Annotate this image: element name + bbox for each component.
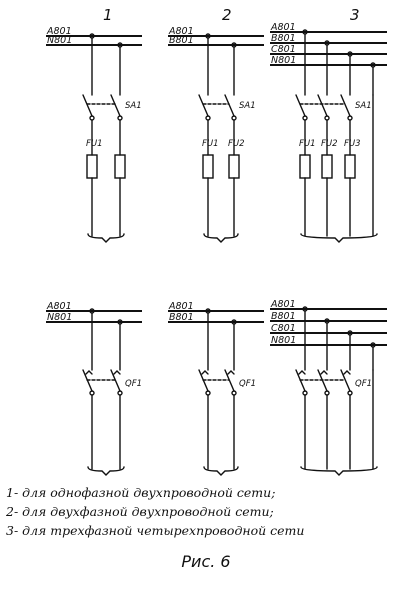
switch-blade — [198, 94, 209, 117]
switch-blade — [224, 94, 235, 117]
legend-line-2: 2- для двухфазной двухпроводной сети; — [6, 504, 274, 519]
figure-caption: Рис. 6 — [181, 552, 231, 571]
output-brace — [300, 233, 378, 243]
breaker-latch — [201, 370, 209, 375]
diagram-number: 3 — [350, 6, 360, 24]
switch-label: SA1 — [239, 101, 256, 111]
output-brace — [87, 233, 125, 243]
output-brace — [203, 466, 239, 476]
fuse-body — [299, 154, 311, 179]
fuse-body — [228, 154, 240, 179]
bus-label: A801 — [46, 301, 72, 312]
output-brace — [203, 233, 239, 243]
bus-label: A801 — [270, 299, 296, 310]
bus-label: A801 — [270, 22, 296, 33]
output-brace — [87, 466, 125, 476]
bus-label: B801 — [169, 312, 194, 323]
switch-label: SA1 — [125, 101, 142, 111]
bus-label: N801 — [271, 55, 296, 66]
fuse-label: FU3 — [344, 139, 361, 149]
fuse-label: FU1 — [86, 139, 103, 149]
switch-blade — [340, 369, 351, 392]
switch-blade — [340, 94, 351, 117]
fuse-label: FU2 — [321, 139, 338, 149]
switch-blade — [110, 94, 121, 117]
switch-blade — [317, 94, 328, 117]
diagram-number: 1 — [103, 6, 113, 24]
switch-label: QF1 — [355, 379, 372, 389]
bus-label: A801 — [46, 26, 72, 37]
fuse-label: FU1 — [202, 139, 219, 149]
bus-label: A801 — [168, 301, 194, 312]
fuse-label: FU2 — [228, 139, 245, 149]
switch-label: QF1 — [239, 379, 256, 389]
bus-label: C801 — [271, 44, 296, 55]
bus-label: N801 — [271, 335, 296, 346]
fuse-body — [202, 154, 214, 179]
legend-line-3: 3- для трехфазной четырехпроводной сети — [6, 523, 305, 538]
output-brace — [300, 466, 378, 476]
bus-label: B801 — [271, 311, 296, 322]
fuse-body — [321, 154, 333, 179]
breaker-latch — [343, 370, 351, 375]
bus-label: B801 — [271, 33, 296, 44]
bus-label: A801 — [168, 26, 194, 37]
breaker-latch — [113, 370, 121, 375]
breaker-latch — [227, 370, 235, 375]
legend: 1- для однофазной двухпроводной сети; 2-… — [6, 483, 408, 540]
bus-label: C801 — [271, 323, 296, 334]
breaker-latch — [320, 370, 328, 375]
fuse-body — [114, 154, 126, 179]
switch-blade — [82, 94, 93, 117]
switch-label: QF1 — [125, 379, 142, 389]
legend-line-1: 1- для однофазной двухпроводной сети; — [6, 485, 276, 500]
fuse-label: FU1 — [299, 139, 316, 149]
bus-label: B801 — [169, 35, 194, 46]
switch-blade — [110, 369, 121, 392]
fuse-body — [344, 154, 356, 179]
switch-blade — [224, 369, 235, 392]
switch-label: SA1 — [355, 101, 372, 111]
breaker-latch — [85, 370, 93, 375]
breaker-latch — [298, 370, 306, 375]
diagram-number: 2 — [222, 6, 232, 24]
switch-blade — [295, 94, 306, 117]
bus-label: N801 — [47, 312, 72, 323]
bus-label: N801 — [47, 35, 72, 46]
fuse-body — [86, 154, 98, 179]
